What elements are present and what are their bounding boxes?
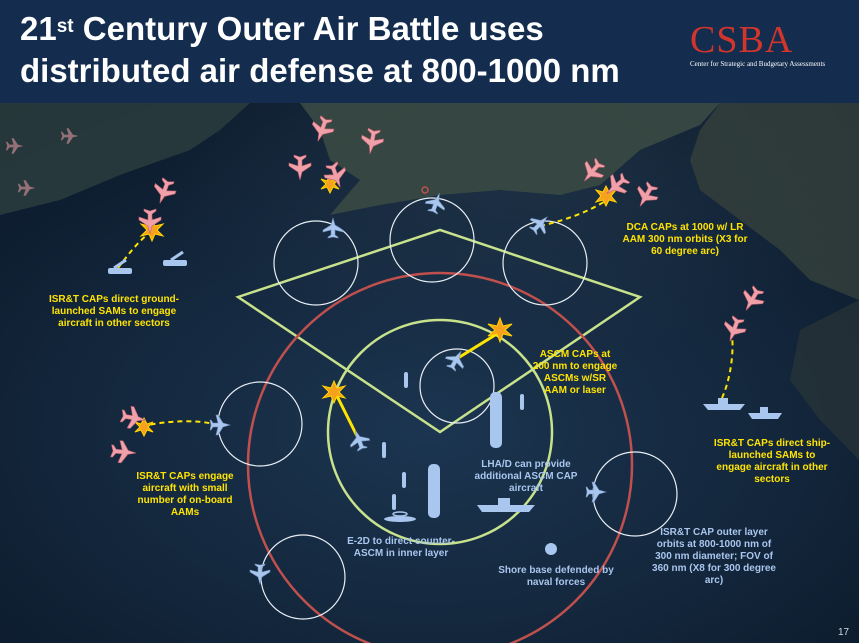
enemy-aircraft-icon xyxy=(5,138,24,154)
enemy-aircraft-icon xyxy=(361,127,385,154)
friendly-aircraft-icon xyxy=(322,216,344,239)
cap-orbit-circle xyxy=(419,348,495,424)
escort-ship-icon xyxy=(520,394,524,410)
label-ascm-caps: ASCM CAPs at 200 nm to engage ASCMs w/SR… xyxy=(532,349,618,396)
battle-map xyxy=(0,103,859,643)
title-line1: Century Outer Air Battle uses xyxy=(73,10,544,47)
engagement-line xyxy=(721,334,734,399)
escort-ship-icon xyxy=(402,472,406,488)
cap-orbit-circle xyxy=(217,381,303,467)
page-number: 17 xyxy=(838,627,850,638)
land-northeast xyxy=(690,103,859,300)
cap-orbit-circle xyxy=(389,197,475,283)
label-isr-ground-sams: ISR&T CAPs direct ground-launched SAMs t… xyxy=(48,294,179,329)
friendly-aircraft-icon xyxy=(444,350,465,372)
logo-text: CSBA xyxy=(690,19,794,61)
cap-orbit-circle xyxy=(592,451,678,537)
engagement-line xyxy=(147,420,219,426)
enemy-aircraft-icon xyxy=(154,177,177,204)
cap-orbit-circle xyxy=(260,534,346,620)
label-isr-outer-layer: ISR&T CAP outer layer orbits at 800-1000… xyxy=(652,527,776,586)
target-marker-icon xyxy=(421,186,429,194)
logo-subtitle: Center for Strategic and Budgetary Asses… xyxy=(690,60,826,68)
engagement-line xyxy=(457,330,501,360)
friendly-aircraft-icon xyxy=(528,216,548,236)
label-shore-base: Shore base defended by naval forces xyxy=(498,565,614,588)
engagement-line xyxy=(539,197,611,227)
e2d-aircraft-icon xyxy=(384,511,416,522)
friendly-aircraft-icon xyxy=(585,481,608,503)
title-superscript: st xyxy=(56,16,74,37)
enemy-aircraft-icon xyxy=(743,285,765,311)
friendly-aircraft-icon xyxy=(424,192,446,215)
label-isr-ship-sams: ISR&T CAPs direct ship-launched SAMs to … xyxy=(713,438,831,485)
shore-base-icon xyxy=(545,543,557,555)
inner-range-ring xyxy=(326,318,554,546)
enemy-aircraft-icon xyxy=(724,315,747,342)
enemy-aircraft-icon xyxy=(60,128,79,144)
enemy-aircraft-icon xyxy=(637,181,659,207)
engagement-line xyxy=(334,393,359,437)
destroyer-icon xyxy=(748,407,782,419)
csba-logo: CSBA Center for Strategic and Budgetary … xyxy=(690,19,850,68)
enemy-aircraft-icon xyxy=(110,440,137,464)
outer-range-ring xyxy=(246,271,634,643)
page-title: 21st Century Outer Air Battle uses distr… xyxy=(20,8,620,92)
carrier-icon xyxy=(490,392,502,448)
explosion-icon xyxy=(487,316,513,344)
label-isr-onboard-aams: ISR&T CAPs engage aircraft with small nu… xyxy=(136,471,234,518)
land-north xyxy=(300,103,720,215)
title-bar: 21st Century Outer Air Battle uses distr… xyxy=(0,0,859,103)
sector-wedge xyxy=(235,228,643,434)
enemy-aircraft-icon xyxy=(119,405,146,429)
land-east xyxy=(790,300,859,460)
destroyer-icon xyxy=(477,498,535,512)
sam-launcher-icon xyxy=(163,250,187,266)
title-number: 21 xyxy=(20,10,57,47)
enemy-aircraft-icon xyxy=(584,157,606,182)
enemy-aircraft-icon xyxy=(312,115,335,142)
carrier-icon xyxy=(428,464,440,518)
destroyer-icon xyxy=(703,398,745,410)
enemy-aircraft-icon xyxy=(288,154,312,181)
label-e2d: E-2D to direct counter-ASCM in inner lay… xyxy=(347,536,455,559)
friendly-aircraft-icon xyxy=(249,563,271,586)
escort-ship-icon xyxy=(392,494,396,510)
enemy-aircraft-icon xyxy=(17,180,36,196)
escort-ship-icon xyxy=(382,442,386,458)
label-lha: LHA/D can provide additional ASCM CAP ai… xyxy=(474,459,578,494)
title-line2: distributed air defense at 800-1000 nm xyxy=(20,52,620,89)
explosion-icon xyxy=(321,379,347,405)
cap-orbit-circle xyxy=(502,220,588,306)
explosion-icon xyxy=(139,217,165,243)
friendly-aircraft-icon xyxy=(209,414,232,436)
enemy-aircraft-icon xyxy=(606,172,631,194)
friendly-aircraft-icon xyxy=(349,429,371,452)
enemy-aircraft-icon xyxy=(323,161,346,188)
label-dca-caps: DCA CAPs at 1000 w/ LR AAM 300 nm orbits… xyxy=(622,222,748,257)
land-northwest xyxy=(0,103,250,215)
enemy-aircraft-icon xyxy=(138,208,162,235)
escort-ship-icon xyxy=(404,372,408,388)
cap-orbit-circle xyxy=(273,220,359,306)
sam-launcher-icon xyxy=(108,258,132,274)
